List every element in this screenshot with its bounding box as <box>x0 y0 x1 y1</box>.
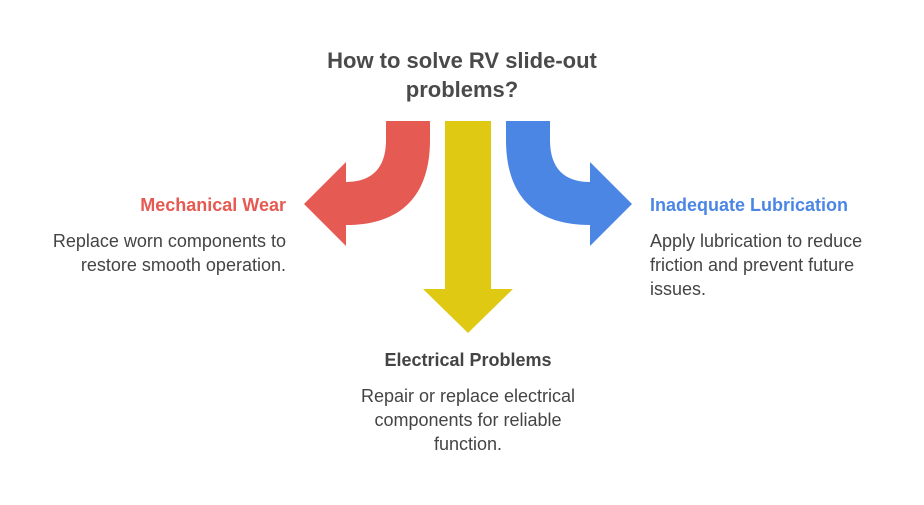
mechanical-arrow <box>304 121 430 246</box>
electrical-problems-heading: Electrical Problems <box>384 350 552 370</box>
inadequate-lubrication-heading: Inadequate Lubrication <box>650 195 849 215</box>
diagram-title: How to solve RV slide-out problems? <box>327 48 597 102</box>
electrical-problems-description: Repair or replace electrical components … <box>360 386 576 454</box>
electrical-arrow <box>423 121 513 333</box>
mechanical-wear-heading: Mechanical Wear <box>140 195 286 215</box>
mechanical-wear-description: Replace worn components to restore smoot… <box>52 231 286 275</box>
inadequate-lubrication-description: Apply lubrication to reduce friction and… <box>650 231 863 299</box>
lubrication-arrow <box>506 121 632 246</box>
